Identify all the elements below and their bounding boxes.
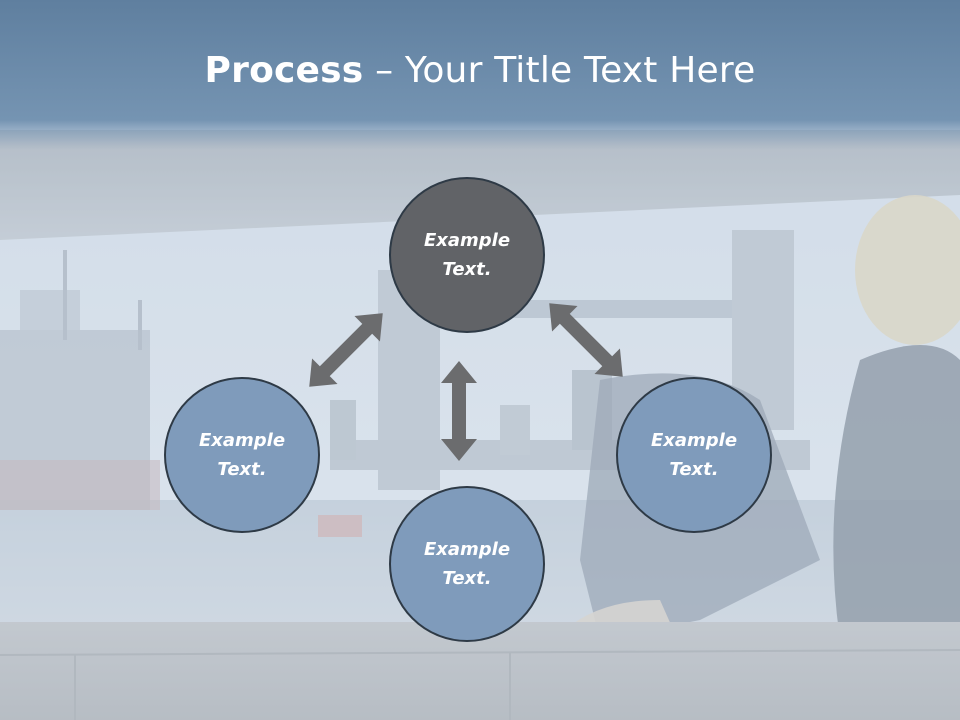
title-rest: – Your Title Text Here <box>363 50 756 91</box>
process-node-bottom: Example Text. <box>389 486 545 642</box>
process-node-top: Example Text. <box>389 177 545 333</box>
node-label: Example Text. <box>423 230 511 280</box>
node-label: Example Text. <box>650 430 738 480</box>
title-bar <box>0 0 960 150</box>
process-node-left: Example Text. <box>164 377 320 533</box>
process-node-right: Example Text. <box>616 377 772 533</box>
node-label: Example Text. <box>423 539 511 589</box>
double-arrow-right <box>549 303 623 377</box>
page-title: Process – Your Title Text Here <box>0 50 960 91</box>
title-bold: Process <box>204 50 364 91</box>
double-arrow-center <box>441 361 477 461</box>
double-arrow-left <box>309 313 383 387</box>
node-label: Example Text. <box>198 430 286 480</box>
